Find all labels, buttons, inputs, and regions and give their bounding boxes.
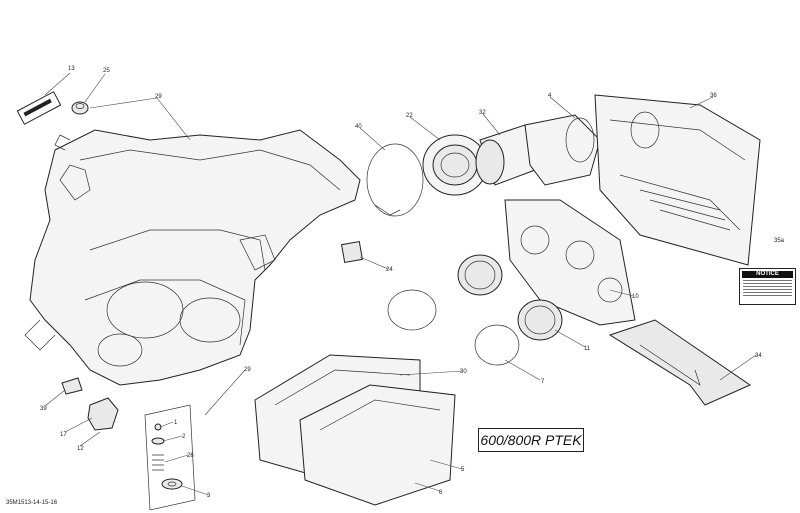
plate-10: [504, 199, 636, 326]
notice-label-35a: NOTICE: [739, 268, 796, 305]
sleeve-upper: [457, 254, 503, 296]
callout-17: 17: [60, 432, 67, 438]
callout-26: 26: [187, 453, 194, 459]
callouts: 13 25 29 40 22 32 4 36 35a 24 10 11 7 34…: [40, 66, 785, 499]
clip-24: [340, 240, 364, 264]
callout-32: 32: [479, 110, 486, 116]
callout-24: 24: [386, 267, 393, 273]
callout-22: 22: [406, 113, 413, 119]
clamp-7: [474, 324, 520, 366]
intake-4: [524, 114, 601, 186]
clamp-40: [366, 143, 424, 217]
callout-30: 30: [460, 369, 467, 375]
silencer-36: [594, 94, 761, 266]
document-code: 35M1513-14-15-16: [6, 500, 58, 506]
callout-29: 29: [155, 94, 162, 100]
foam-pad-34: [608, 319, 752, 406]
model-label-box: 600/800R PTEK: [478, 428, 584, 452]
callout-10: 10: [632, 294, 639, 300]
notice-heading: NOTICE: [742, 271, 793, 278]
clamp-left: [387, 289, 437, 331]
callout-1: 1: [174, 420, 178, 426]
callout-13: 13: [68, 66, 75, 72]
airbox-housing: [24, 129, 361, 386]
callout-25: 25: [103, 68, 110, 74]
clip-39: [61, 377, 83, 395]
callout-4: 4: [548, 93, 552, 99]
callout-40: 40: [355, 124, 362, 130]
model-label: 600/800R PTEK: [480, 432, 582, 448]
callout-35a: 35a: [774, 238, 785, 244]
leader-lines: [44, 72, 757, 496]
callout-2: 2: [182, 434, 186, 440]
bracket-outline: [144, 404, 196, 511]
grommet-25: [71, 101, 89, 115]
screw-stack: [151, 423, 183, 490]
callout-5: 5: [461, 467, 465, 473]
sleeve-11: [517, 299, 563, 341]
callout-34: 34: [755, 353, 762, 359]
adapter-ring-22: [422, 134, 488, 196]
callout-12: 12: [77, 446, 84, 452]
callout-11: 11: [584, 346, 591, 352]
filter-cover-6: [299, 384, 456, 506]
callout-7: 7: [541, 379, 545, 385]
callout-29-lower: 29: [244, 367, 251, 373]
callout-36: 36: [710, 93, 717, 99]
callout-6: 6: [439, 490, 443, 496]
bracket-17: [87, 397, 119, 431]
callout-3: 3: [207, 493, 211, 499]
callout-39: 39: [40, 406, 47, 412]
